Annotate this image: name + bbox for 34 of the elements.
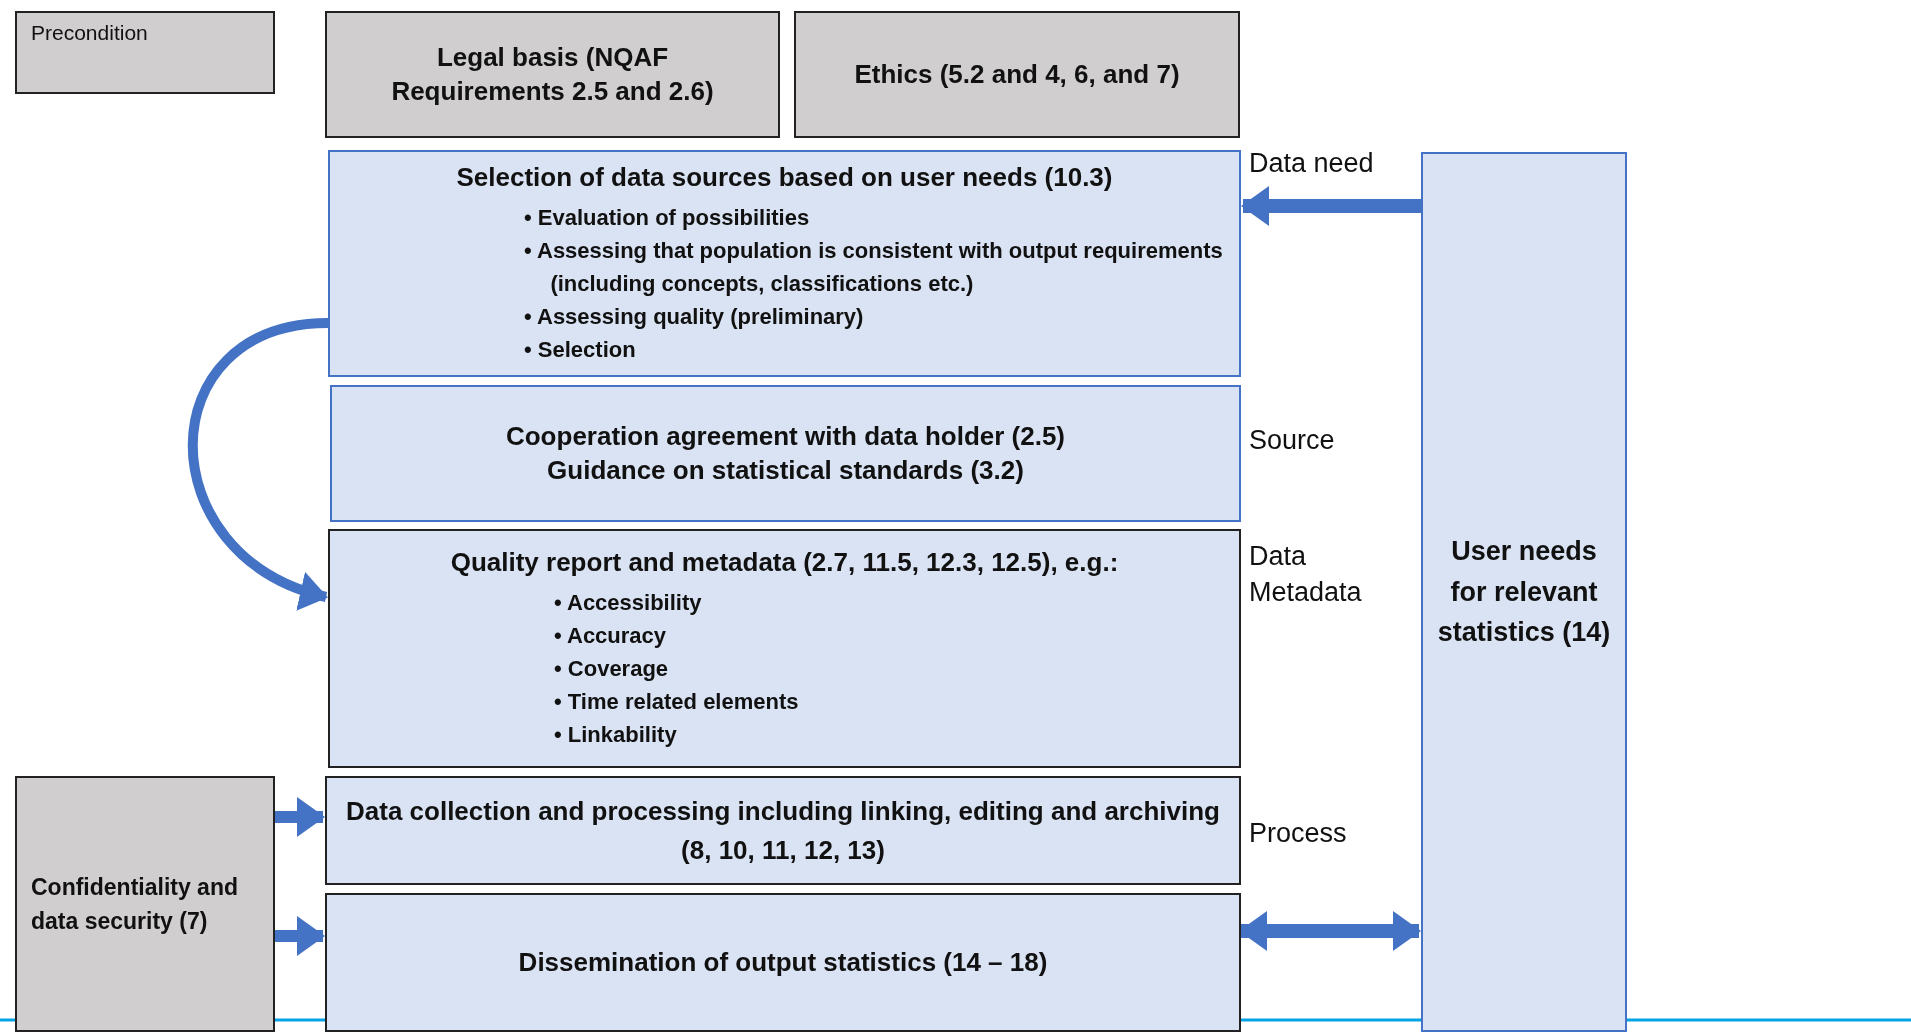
process-box (325, 11, 780, 138)
box-heading: Quality report and metadata (2.7, 11.5, 12.3, 12.5), e.g.: (450, 546, 1119, 580)
bullet-item: • Evaluation of possibilities (524, 203, 811, 232)
side-panel (15, 776, 275, 1032)
box-text: Ethics (5.2 and 4, 6, and 7) (854, 57, 1180, 91)
bullet-item: • Time related elements (554, 687, 799, 716)
box-text: Precondition (31, 20, 148, 46)
side-panel (1421, 152, 1627, 1032)
process-box (325, 893, 1241, 1032)
process-box (328, 529, 1241, 768)
process-box (330, 385, 1241, 522)
bullet-item: • Accessibility (554, 588, 703, 617)
legend-box (15, 11, 275, 94)
box-text: Data collection and processing including linking, editing and archiving (8, 10, 11, 12, 13) (345, 794, 1221, 867)
process-box (325, 776, 1241, 885)
box-text: Guidance on statistical standards (3.2) (547, 453, 1024, 487)
bullet-item: • Linkability (554, 720, 678, 749)
arrow (275, 916, 325, 956)
process-box (794, 11, 1240, 138)
box-heading: Selection of data sources based on user needs (10.3) (456, 161, 1113, 195)
bullet-item: • Accuracy (554, 621, 668, 650)
arrow (187, 318, 329, 608)
process-box (328, 150, 1241, 377)
box-text: Legal basis (NQAF Requirements 2.5 and 2.6) (390, 40, 715, 108)
box-text: User needs for relevant statistics (14) (1437, 535, 1611, 650)
box-text: Cooperation agreement with data holder (2.5) (505, 419, 1066, 453)
bullet-item: • Selection (524, 335, 637, 364)
box-text: Dissemination of output statistics (14 – 18) (518, 945, 1048, 979)
arrow (275, 797, 325, 837)
bullet-item: • Assessing that population is consistent with output requirements (including concepts, classifications etc.) (524, 236, 1224, 298)
bullet-item: • Assessing quality (preliminary) (524, 302, 865, 331)
bullet-item: • Coverage (554, 654, 670, 683)
arrow (1241, 186, 1421, 226)
box-text: Confidentiality and data security (7) (31, 872, 239, 936)
